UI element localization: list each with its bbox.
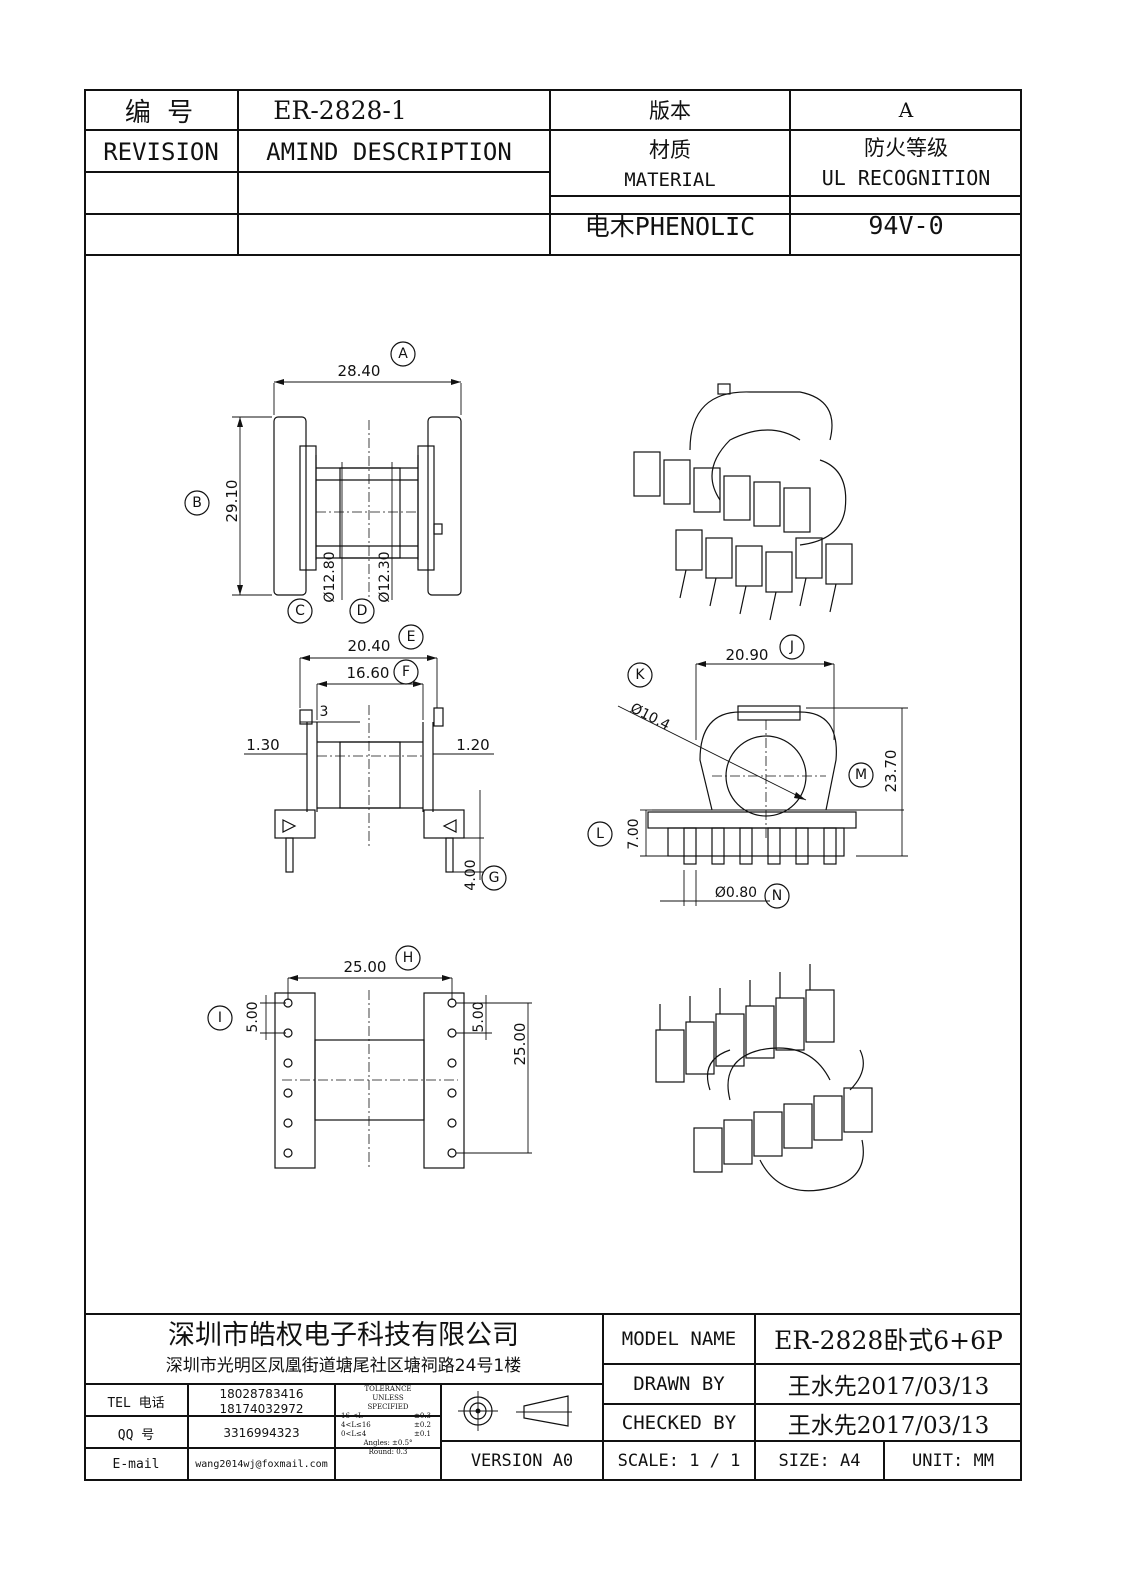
dim-J-label: J bbox=[789, 639, 795, 655]
dim-2500-right-value: 25.00 bbox=[511, 1022, 529, 1066]
tolerance-line-3: SPECIFIED bbox=[367, 1403, 409, 1411]
version-value: A bbox=[898, 98, 914, 122]
tolerance-block: TOLERANCE UNLESS SPECIFIED 16 <L ±0.3 4<L… bbox=[337, 1385, 439, 1480]
dim-C-label: C bbox=[295, 603, 305, 619]
tolerance-value: ±0.1 bbox=[414, 1430, 431, 1438]
number-label: 编 号 bbox=[124, 97, 198, 128]
email-label: E-mail bbox=[112, 1457, 160, 1472]
dim-500-right-value: 5.00 bbox=[471, 1001, 487, 1033]
tolerance-range: 4<L≤16 bbox=[341, 1421, 371, 1429]
dim-A-value: 28.40 bbox=[337, 362, 381, 380]
fire-rating-value: 94V-0 bbox=[868, 210, 944, 240]
side-view bbox=[587, 634, 908, 909]
tolerance-round: Round: 0.3 bbox=[368, 1448, 408, 1456]
tel-number-2: 18174032972 bbox=[219, 1401, 304, 1416]
tolerance-value: ±0.2 bbox=[414, 1421, 431, 1429]
dim-M-label: M bbox=[854, 767, 868, 783]
top-view bbox=[184, 341, 462, 624]
email-value[interactable]: wang2014wj@foxmail.com bbox=[195, 1459, 328, 1470]
version-label: 版本 bbox=[649, 99, 691, 123]
dim-J-value: 20.90 bbox=[725, 646, 769, 664]
dim-3-value: 3 bbox=[319, 704, 329, 720]
dim-L-label: L bbox=[596, 826, 604, 842]
tolerance-range: 16 <L bbox=[341, 1412, 363, 1420]
checked-by-value: 王水先2017/03/13 bbox=[787, 1413, 990, 1439]
scale-field: SCALE: 1 / 1 bbox=[617, 1451, 741, 1471]
dim-B-label: B bbox=[192, 495, 202, 511]
tolerance-row-1: 16 <L ±0.3 bbox=[337, 1412, 439, 1421]
dim-D-label: D bbox=[356, 603, 368, 619]
tolerance-range: 0<L≤4 bbox=[341, 1430, 367, 1438]
dim-H-value: 25.00 bbox=[343, 958, 387, 976]
dim-N-value: Ø0.80 bbox=[714, 885, 758, 901]
dim-I-label: I bbox=[217, 1010, 223, 1026]
dim-L-value: 7.00 bbox=[626, 818, 642, 850]
dim-H-label: H bbox=[402, 950, 414, 966]
tolerance-line-1: TOLERANCE bbox=[364, 1385, 412, 1393]
company-address: 深圳市光明区凤凰街道塘尾社区塘祠路24号1楼 bbox=[165, 1355, 522, 1376]
unit-field: UNIT: MM bbox=[912, 1451, 994, 1471]
isometric-view-top bbox=[633, 383, 853, 621]
dim-K-label: K bbox=[635, 667, 645, 683]
dim-F-value: 16.60 bbox=[346, 664, 390, 682]
checked-by-label: CHECKED BY bbox=[621, 1412, 737, 1434]
front-view bbox=[244, 624, 507, 891]
dim-E-label: E bbox=[406, 629, 416, 645]
material-label-cn: 材质 bbox=[649, 138, 691, 162]
model-name-value: ER-2828卧式6+6P bbox=[774, 1326, 1003, 1355]
fire-rating-label-en: UL RECOGNITION bbox=[821, 166, 991, 190]
dim-A-label: A bbox=[398, 346, 408, 362]
isometric-view-bottom bbox=[655, 964, 873, 1192]
version-code: VERSION A0 bbox=[470, 1451, 574, 1471]
projection-symbol bbox=[458, 1391, 572, 1431]
dim-I-value: 5.00 bbox=[245, 1001, 261, 1033]
dim-130-value: 1.30 bbox=[246, 736, 280, 754]
qq-label: QQ 号 bbox=[117, 1427, 155, 1443]
dim-N-label: N bbox=[771, 888, 783, 904]
dim-B-value: 29.10 bbox=[223, 479, 241, 523]
dim-M-value: 23.70 bbox=[882, 749, 900, 793]
amind-description-label: AMIND DESCRIPTION bbox=[266, 137, 512, 166]
tel-label: TEL 电话 bbox=[107, 1395, 165, 1411]
dim-E-value: 20.40 bbox=[347, 637, 391, 655]
material-label-en: MATERIAL bbox=[624, 169, 716, 191]
size-field: SIZE: A4 bbox=[778, 1451, 861, 1471]
fire-rating-label-cn: 防火等级 bbox=[864, 136, 948, 160]
drawing-frame bbox=[84, 89, 1022, 1481]
dim-120-value: 1.20 bbox=[456, 736, 490, 754]
dim-C-value: Ø12.80 bbox=[322, 551, 338, 603]
drawn-by-value: 王水先2017/03/13 bbox=[787, 1374, 990, 1400]
dim-G-label: G bbox=[488, 870, 500, 886]
bottom-view bbox=[207, 945, 532, 1169]
dim-D-value: Ø12.30 bbox=[377, 551, 393, 603]
drawn-by-label: DRAWN BY bbox=[633, 1373, 725, 1395]
tel-number-1: 18028783416 bbox=[219, 1386, 304, 1401]
tolerance-row-3: 0<L≤4 ±0.1 bbox=[337, 1430, 439, 1439]
revision-label: REVISION bbox=[103, 137, 219, 166]
material-value: 电木PHENOLIC bbox=[584, 212, 756, 241]
tolerance-angles: Angles: ±0.5° bbox=[363, 1439, 413, 1447]
model-name-label: MODEL NAME bbox=[621, 1328, 737, 1350]
tolerance-row-2: 4<L≤16 ±0.2 bbox=[337, 1421, 439, 1430]
dim-F-label: F bbox=[401, 664, 411, 680]
tolerance-line-2: UNLESS bbox=[372, 1394, 404, 1402]
tolerance-value: ±0.3 bbox=[414, 1412, 431, 1420]
company-name: 深圳市皓权电子科技有限公司 bbox=[168, 1319, 519, 1351]
dim-G-value: 4.00 bbox=[463, 859, 479, 891]
qq-value: 3316994323 bbox=[223, 1426, 300, 1440]
number-value: ER-2828-1 bbox=[273, 95, 407, 125]
